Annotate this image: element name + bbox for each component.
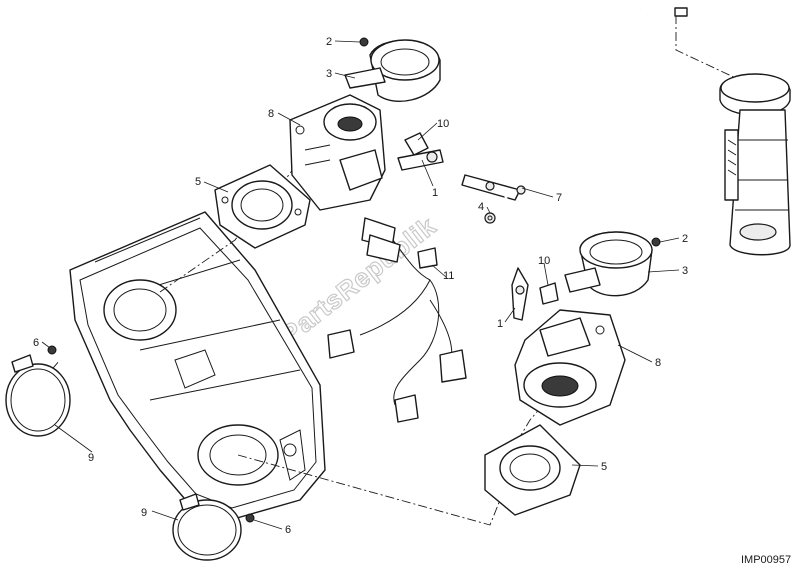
intake-funnel-left	[344, 39, 441, 103]
throttle-body-right	[514, 309, 626, 426]
callouts: 2 3 8 5 10 1 4 7 11 2 3 10 1 8 5 6 9 9 6	[33, 36, 688, 536]
diagram-reference-code: IMP00957	[741, 554, 791, 566]
fuel-hose	[461, 7, 688, 271]
injector-left	[397, 132, 444, 171]
callout-10[interactable]: 10	[437, 118, 449, 130]
intake-flange-right	[484, 424, 581, 516]
callout-9[interactable]: 9	[88, 452, 94, 464]
fuel-pump	[719, 73, 791, 256]
callout-2[interactable]: 2	[326, 36, 332, 48]
callout-3[interactable]: 3	[682, 265, 688, 277]
callout-2[interactable]: 2	[682, 233, 688, 245]
watermark: PartsRepublik	[275, 210, 441, 349]
screw-clamp-bottom	[245, 513, 255, 523]
hose-clamp-left	[5, 354, 71, 437]
callout-9[interactable]: 9	[141, 507, 147, 519]
fuel-fitting	[484, 212, 496, 224]
hose-clamp-bottom	[172, 493, 242, 561]
callout-8[interactable]: 8	[268, 108, 274, 120]
throttle-body-left	[289, 94, 386, 211]
wiring-harness	[327, 217, 467, 423]
callout-1[interactable]: 1	[497, 318, 503, 330]
callout-6[interactable]: 6	[33, 337, 39, 349]
callout-5[interactable]: 5	[195, 176, 201, 188]
airbox-cover	[69, 211, 326, 521]
callout-1[interactable]: 1	[432, 187, 438, 199]
callout-6[interactable]: 6	[285, 524, 291, 536]
screw-left	[359, 37, 369, 47]
intake-funnel-right	[564, 231, 653, 297]
intake-flange-left	[214, 164, 311, 249]
injector-right	[511, 267, 559, 321]
callout-11[interactable]: 11	[443, 270, 454, 282]
leader-lines	[41, 40, 680, 530]
callout-10[interactable]: 10	[538, 255, 550, 267]
callout-3[interactable]: 3	[326, 68, 332, 80]
screw-right	[651, 237, 661, 247]
callout-7[interactable]: 7	[556, 192, 562, 204]
callout-8[interactable]: 8	[655, 357, 661, 369]
callout-5[interactable]: 5	[601, 461, 607, 473]
callout-4[interactable]: 4	[478, 201, 484, 213]
